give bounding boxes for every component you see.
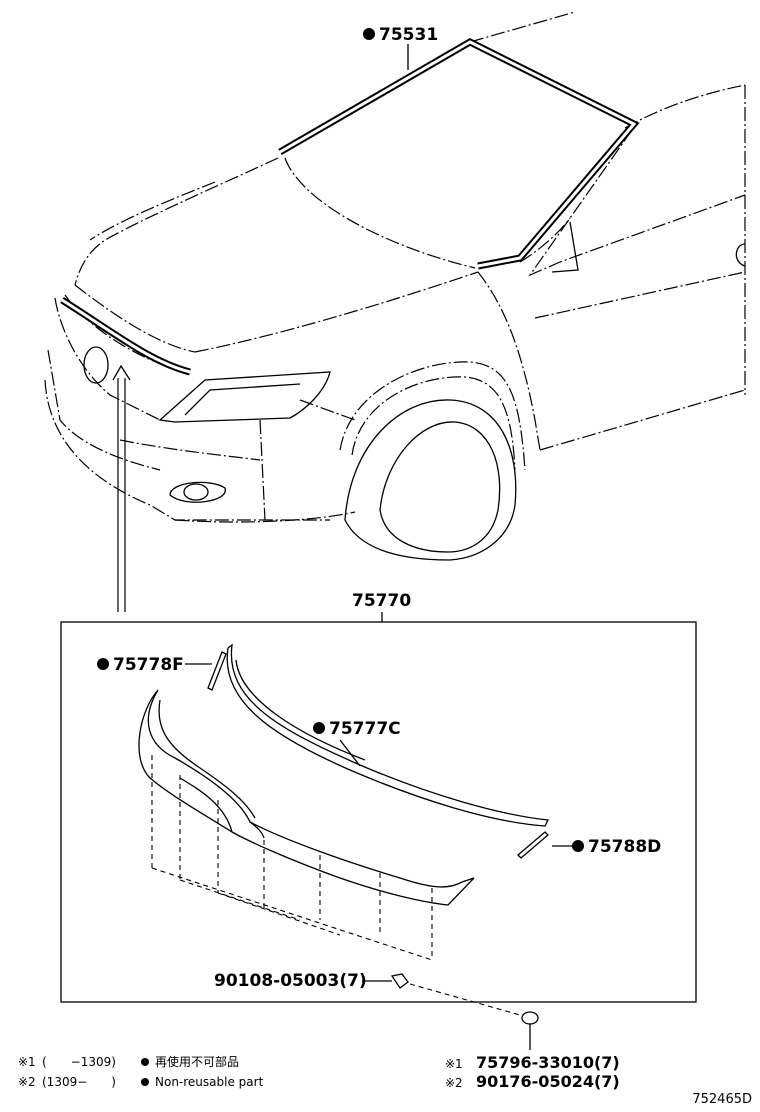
hood-molding-main-shape	[138, 689, 475, 906]
nonreusable-marker-icon	[313, 722, 325, 734]
hood-molding-on-car	[60, 297, 191, 376]
figure-id: 752465D	[692, 1092, 752, 1107]
part-label-75778F: 75778F	[113, 655, 184, 675]
upper-molding-shape	[226, 643, 550, 827]
nonreusable-jp: 再使用不可部品	[155, 1054, 239, 1069]
clip-icon	[390, 973, 409, 989]
part-label-75777C: 75777C	[329, 719, 401, 739]
nonreusable-en: Non-reusable part	[155, 1075, 264, 1089]
part-label-75788D: 75788D	[588, 837, 661, 857]
note1-symbol: ※1	[18, 1055, 36, 1069]
alt1-symbol: ※1	[445, 1057, 463, 1071]
note1-range: ( −1309)	[42, 1055, 116, 1069]
part-label-90108-05003: 90108-05003(7)	[214, 971, 367, 991]
part-label-75770: 75770	[352, 591, 411, 611]
arrow-up-icon	[112, 364, 131, 612]
alt2-symbol: ※2	[445, 1076, 463, 1090]
nonreusable-marker-icon	[572, 840, 584, 852]
part-label-75531: 75531	[379, 25, 438, 45]
nonreusable-marker-icon	[97, 658, 109, 670]
note2-symbol: ※2	[18, 1075, 36, 1089]
nonreusable-marker-icon	[141, 1058, 149, 1066]
end-piece-f-shape	[207, 651, 227, 691]
clip-guide-lines	[151, 755, 433, 961]
windshield-molding-shape	[278, 38, 640, 270]
alt1-part: 75796-33010(7)	[476, 1053, 620, 1072]
clip-alt-icon	[521, 1011, 539, 1025]
nonreusable-marker-icon	[363, 28, 375, 40]
car-body-illustration	[44, 11, 746, 561]
assembly-inset-box	[60, 621, 697, 1003]
nonreusable-marker-icon	[141, 1078, 149, 1086]
note2-range: (1309− )	[42, 1075, 116, 1089]
alt2-part: 90176-05024(7)	[476, 1072, 620, 1091]
end-piece-d-shape	[517, 831, 549, 859]
